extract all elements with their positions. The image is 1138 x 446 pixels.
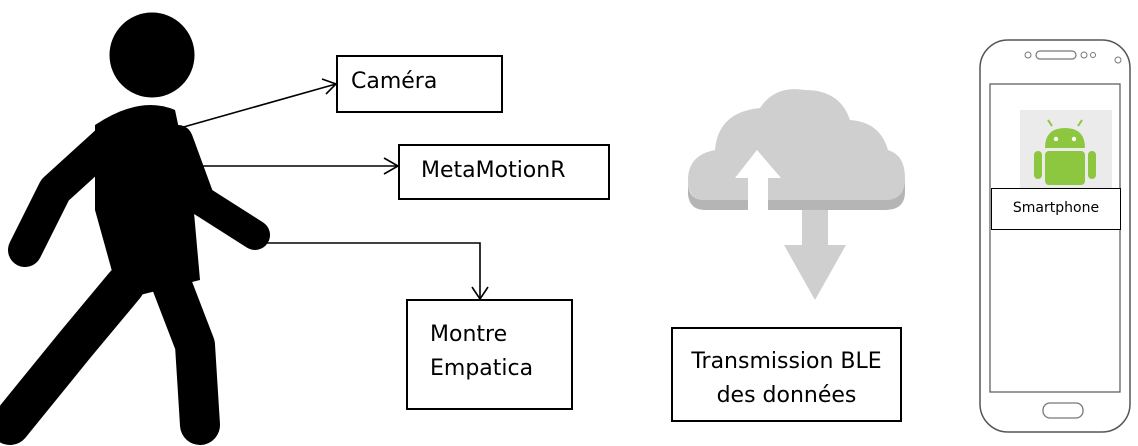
metamotion-label: MetaMotionR bbox=[421, 158, 566, 183]
watch-label-line2: Empatica bbox=[430, 356, 534, 382]
android-logo-icon bbox=[1020, 110, 1112, 190]
ble-transmission-box: Transmission BLE des données bbox=[671, 327, 902, 422]
smartphone-label: Smartphone bbox=[991, 188, 1121, 230]
metamotion-box: MetaMotionR bbox=[398, 144, 610, 200]
camera-box: Caméra bbox=[336, 55, 503, 113]
arrow-to-camera bbox=[179, 78, 338, 129]
arrow-to-watch bbox=[258, 242, 489, 301]
ble-label-line2: des données bbox=[716, 383, 857, 409]
watch-label-line1: Montre bbox=[430, 322, 508, 347]
person-walking-icon bbox=[0, 12, 270, 445]
camera-label: Caméra bbox=[351, 69, 438, 94]
cloud-upload-download-icon bbox=[688, 89, 905, 300]
arrow-to-metamotion bbox=[192, 157, 400, 175]
watch-box: Montre Empatica bbox=[406, 299, 573, 410]
ble-label-line1: Transmission BLE bbox=[691, 349, 882, 374]
smartphone-icon bbox=[979, 39, 1131, 433]
